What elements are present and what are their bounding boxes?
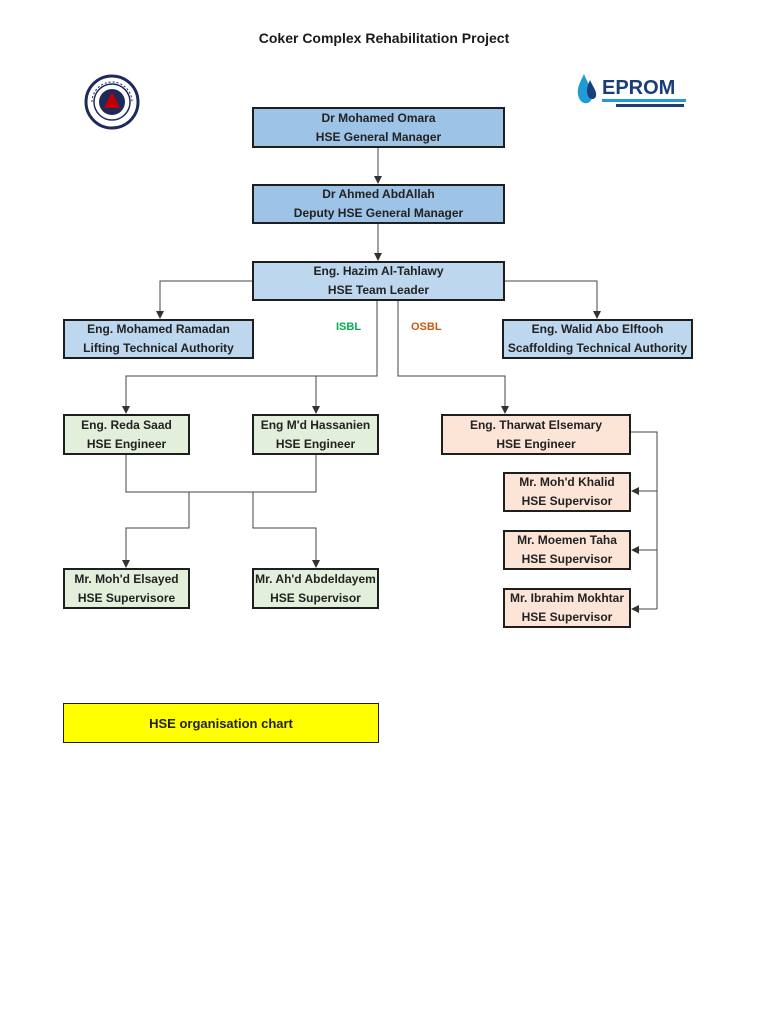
node-role: HSE Supervisor xyxy=(270,590,361,605)
node-name: Mr. Ah'd Abdeldayem xyxy=(255,571,376,586)
eprom-logo: EPROM xyxy=(576,72,688,110)
chart-caption: HSE organisation chart xyxy=(63,703,379,743)
node-hse-supervisor-khalid: Mr. Moh'd Khalid HSE Supervisor xyxy=(503,472,631,512)
node-lifting-technical-authority: Eng. Mohamed Ramadan Lifting Technical A… xyxy=(63,319,254,359)
node-name: Eng. Walid Abo Elftooh xyxy=(531,322,664,336)
node-name: Eng. Hazim Al-Tahlawy xyxy=(313,264,444,278)
page-title: Coker Complex Rehabilitation Project xyxy=(258,30,510,46)
node-hse-engineer-hassanien: Eng M'd Hassanien HSE Engineer xyxy=(252,414,379,455)
node-name: Dr Ahmed AbdAllah xyxy=(322,187,435,201)
node-role: HSE Supervisor xyxy=(521,552,613,566)
node-role: HSE Supervisor xyxy=(521,610,613,624)
node-hse-supervisor-ibrahim: Mr. Ibrahim Mokhtar HSE Supervisor xyxy=(503,588,631,628)
node-name: Eng. Tharwat Elsemary xyxy=(469,417,603,432)
node-hse-supervisor-abdeldayem: Mr. Ah'd Abdeldayem HSE Supervisor xyxy=(252,568,379,609)
node-role: HSE General Manager xyxy=(315,129,442,144)
node-hse-supervisor-elsayed: Mr. Moh'd Elsayed HSE Supervisore xyxy=(63,568,190,609)
node-role: HSE Engineer xyxy=(275,436,356,451)
node-name: Eng. Reda Saad xyxy=(81,417,172,432)
suez-oil-processing-logo xyxy=(84,74,140,130)
node-deputy-hse-general-manager: Dr Ahmed AbdAllah Deputy HSE General Man… xyxy=(252,184,505,224)
node-role: HSE Supervisore xyxy=(77,590,176,605)
node-role: HSE Engineer xyxy=(496,436,576,451)
node-hse-supervisor-moemen: Mr. Moemen Taha HSE Supervisor xyxy=(503,530,631,570)
node-name: Dr Mohamed Omara xyxy=(321,110,436,125)
node-hse-general-manager: Dr Mohamed Omara HSE General Manager xyxy=(252,107,505,148)
node-role: Deputy HSE General Manager xyxy=(293,206,464,220)
node-name: Mr. Ibrahim Mokhtar xyxy=(509,591,625,605)
osbl-label: OSBL xyxy=(411,321,442,333)
node-role: Lifting Technical Authority xyxy=(83,341,234,355)
node-hse-team-leader: Eng. Hazim Al-Tahlawy HSE Team Leader xyxy=(252,261,505,301)
eprom-logo-text: EPROM xyxy=(602,77,675,99)
node-scaffolding-technical-authority: Eng. Walid Abo Elftooh Scaffolding Techn… xyxy=(502,319,693,359)
node-role: HSE Engineer xyxy=(86,436,167,451)
node-name: Mr. Moh'd Elsayed xyxy=(74,571,179,586)
node-hse-engineer-reda-saad: Eng. Reda Saad HSE Engineer xyxy=(63,414,190,455)
caption-text: HSE organisation chart xyxy=(149,715,293,731)
node-hse-engineer-tharwat: Eng. Tharwat Elsemary HSE Engineer xyxy=(441,414,631,455)
node-role: HSE Supervisor xyxy=(521,494,613,508)
node-name: Eng M'd Hassanien xyxy=(260,417,371,432)
node-name: Eng. Mohamed Ramadan xyxy=(87,322,230,336)
isbl-label: ISBL xyxy=(336,321,362,333)
node-role: Scaffolding Technical Authority xyxy=(507,341,688,355)
node-name: Mr. Moemen Taha xyxy=(517,533,617,547)
node-role: HSE Team Leader xyxy=(327,283,430,297)
node-name: Mr. Moh'd Khalid xyxy=(519,475,615,489)
